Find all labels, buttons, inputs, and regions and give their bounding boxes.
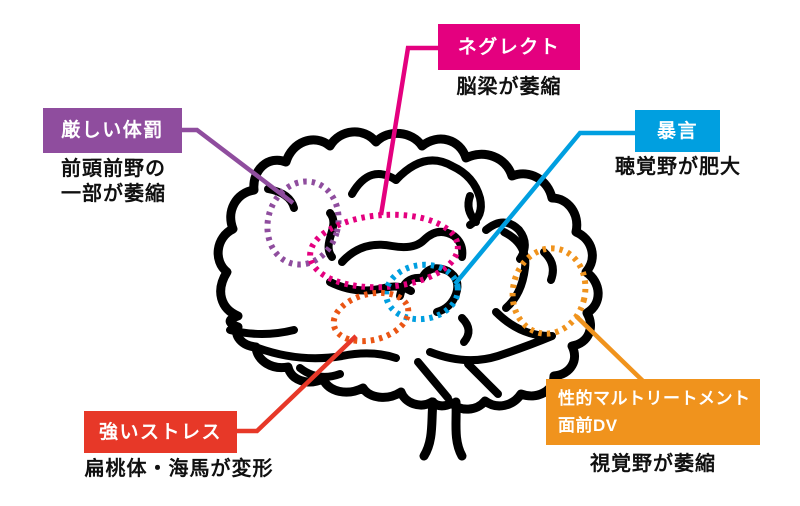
brain-stem [451, 397, 467, 461]
caption-line: 前頭前野の [61, 158, 166, 180]
caption-sexual-maltreatment-dv: 視覚野が萎縮 [590, 453, 716, 475]
region-marker-visual-cortex [509, 245, 589, 337]
label-box-neglect: ネグレクト [438, 24, 580, 70]
label-box-strong-stress: 強いストレス [84, 411, 237, 453]
region-marker-auditory-cortex [383, 261, 461, 323]
region-marker-corpus-callosum [307, 211, 461, 291]
connector-strong-stress [237, 334, 358, 434]
caption-verbal-abuse: 聴覚野が肥大 [615, 156, 741, 178]
brain-stem [419, 397, 438, 461]
region-marker-prefrontal-cortex [264, 178, 342, 268]
connector-sexual-maltreatment-dv [574, 314, 646, 384]
caption-line: 一部が萎縮 [61, 183, 166, 205]
label-box-verbal-abuse: 暴言 [635, 110, 720, 152]
caption-strong-stress: 扁桃体・海馬が変形 [84, 458, 274, 480]
connector-verbal-abuse [453, 130, 635, 286]
label-box-sexual-maltreatment-dv: 性的マルトリートメント 面前DV [546, 379, 760, 445]
label-line: 面前DV [558, 416, 618, 435]
caption-harsh-corporal-punishment: 前頭前野の 一部が萎縮 [61, 157, 166, 207]
connector-neglect [378, 45, 438, 216]
region-marker-amygdala-hippocampus [330, 289, 412, 345]
label-line: 性的マルトリートメント [558, 389, 751, 408]
caption-neglect: 脳梁が萎縮 [456, 76, 562, 98]
connector-harsh-corporal-punishment [182, 127, 295, 205]
label-box-harsh-corporal-punishment: 厳しい体罰 [43, 108, 182, 153]
